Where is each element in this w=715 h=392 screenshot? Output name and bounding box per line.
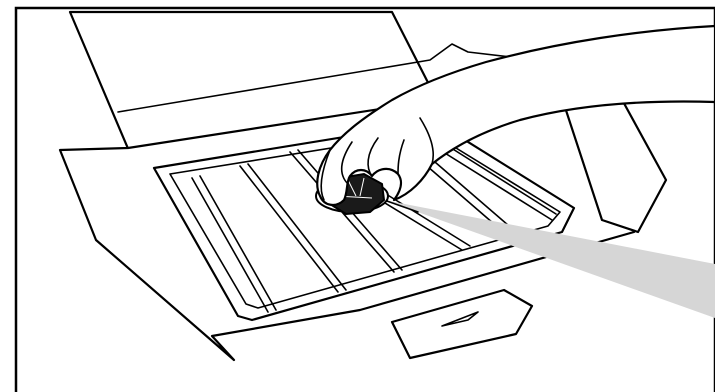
device-tray-diagram xyxy=(0,0,715,392)
instruction-illustration xyxy=(0,0,715,392)
